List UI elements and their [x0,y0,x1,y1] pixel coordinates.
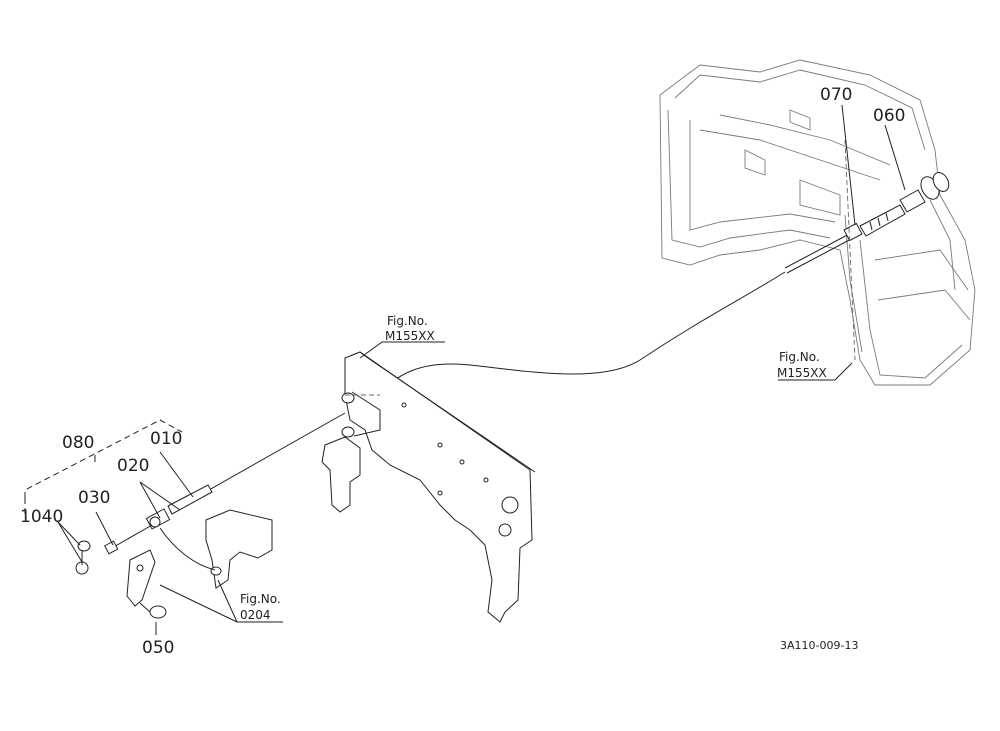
fig-ref-upper-value: M155XX [385,329,435,343]
callout-020: 020 [117,456,149,476]
lever-bracket [126,509,273,607]
engine-side-plate [321,351,536,623]
callout-070: 070 [820,85,852,105]
fig-ref-upper-label: Fig.No. [387,314,428,328]
cable-end-assembly [75,412,346,619]
fig-ref-lower-label: Fig.No. [240,592,281,606]
callout-leaders [24,104,906,635]
dashboard-housing [659,59,976,386]
callout-040: 1040 [20,507,63,527]
callout-060: 060 [873,106,905,126]
callout-010: 010 [150,429,182,449]
callout-050: 050 [142,638,174,658]
figure-reference-leaders [159,341,853,623]
throttle-cable [379,271,786,396]
callout-030: 030 [78,488,110,508]
throttle-knob-assembly [784,172,950,274]
fig-ref-right-value: M155XX [777,366,827,380]
fig-ref-lower-value: 0204 [240,608,271,622]
drawing-code: 3A110-009-13 [780,639,858,652]
fig-ref-right-label: Fig.No. [779,350,820,364]
callout-080: 080 [62,433,94,453]
